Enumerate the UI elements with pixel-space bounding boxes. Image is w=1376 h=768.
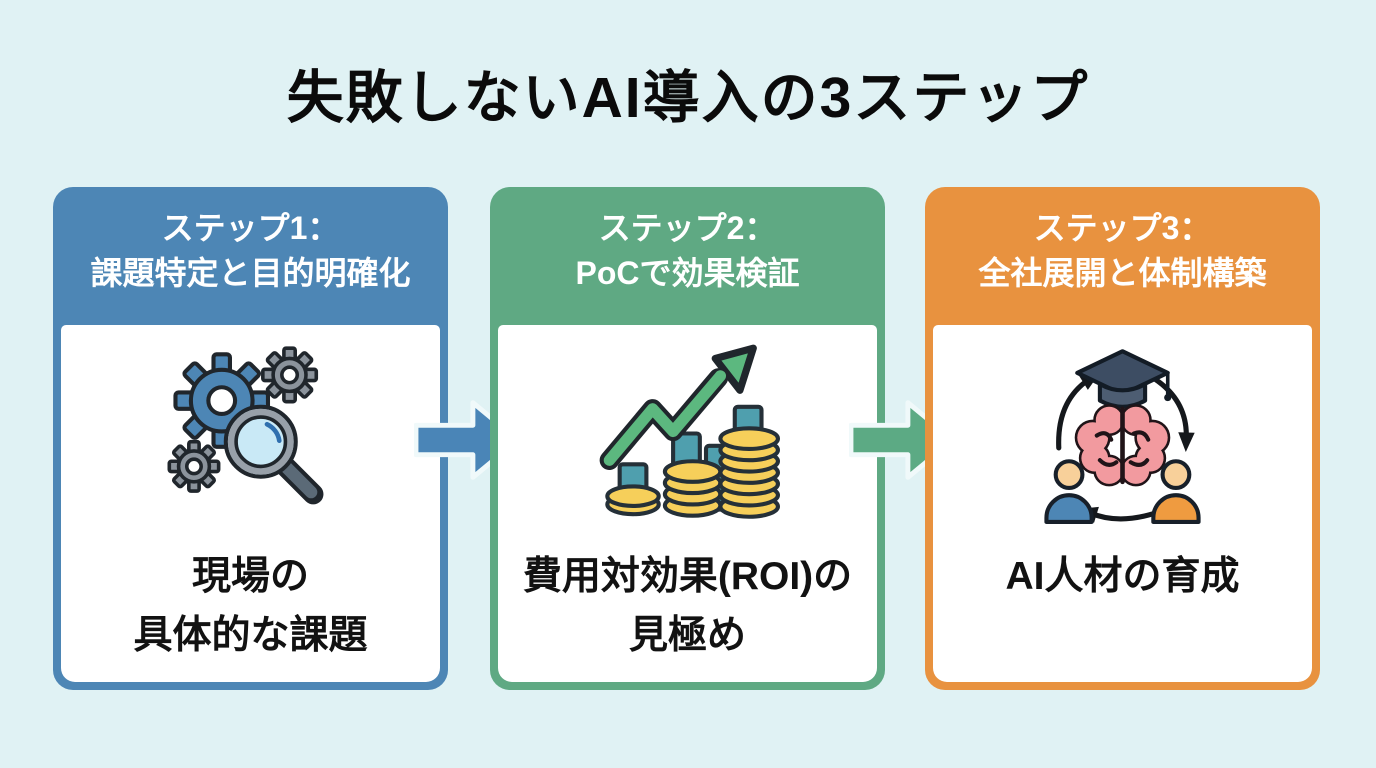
page-title: 失敗しないAI導入の3ステップ <box>286 66 1090 130</box>
step-2-header-line2: PoCで効果検証 <box>575 255 800 292</box>
step-3-header-line1: ステップ3： <box>1033 210 1212 246</box>
step-2-header-line1: ステップ2： <box>598 210 777 246</box>
step-2-caption: 費用対効果(ROI)の 見極め <box>523 548 852 665</box>
step-card-3: ステップ3： 全社展開と体制構築 <box>925 187 1320 690</box>
step-3-header-line2: 全社展開と体制構築 <box>978 255 1267 292</box>
step-2-caption-line1: 費用対効果(ROI)の <box>522 555 853 598</box>
step-card-2: ステップ2： PoCで効果検証 <box>490 187 885 690</box>
step-3-caption: AI人材の育成 <box>1005 548 1239 607</box>
step-3-caption-line1: AI人材の育成 <box>1005 555 1240 598</box>
step-1-caption: 現場の 具体的な課題 <box>133 548 367 665</box>
step-card-1: ステップ1： 課題特定と目的明確化 <box>53 187 448 690</box>
step-3-header: ステップ3： 全社展開と体制構築 <box>925 187 1320 325</box>
step-1-caption-line1: 現場の <box>191 555 309 598</box>
step-1-header-line1: ステップ1： <box>161 210 340 246</box>
step-2-header: ステップ2： PoCで効果検証 <box>490 187 885 325</box>
growth-chart-coins-icon <box>595 341 780 526</box>
learning-cycle-brain-icon <box>1030 341 1215 526</box>
step-1-caption-line2: 具体的な課題 <box>133 613 368 657</box>
step-2-body: 費用対効果(ROI)の 見極め <box>498 325 877 682</box>
step-2-caption-line2: 見極め <box>628 613 746 657</box>
gears-magnifier-icon <box>158 341 343 526</box>
step-1-header: ステップ1： 課題特定と目的明確化 <box>53 187 448 325</box>
step-1-header-line2: 課題特定と目的明確化 <box>90 255 411 292</box>
step-3-body: AI人材の育成 <box>933 325 1312 682</box>
step-1-body: 現場の 具体的な課題 <box>61 325 440 682</box>
